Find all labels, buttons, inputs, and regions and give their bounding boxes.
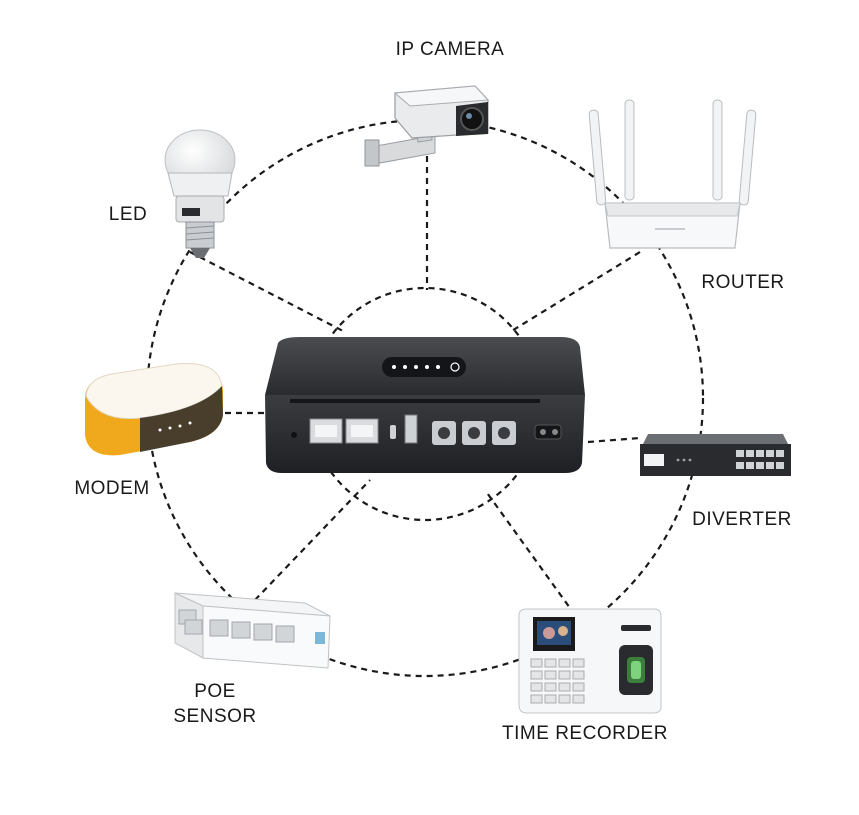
modem-icon <box>85 362 223 456</box>
label-router: ROUTER <box>701 272 785 293</box>
spoke-diverter <box>587 436 641 444</box>
ip-camera-icon <box>364 85 490 167</box>
label-ip-camera: IP CAMERA <box>395 39 505 60</box>
label-poe-line2: SENSOR <box>173 706 257 727</box>
spoke-poe <box>254 479 371 601</box>
label-time-recorder: TIME RECORDER <box>502 723 668 744</box>
router-icon <box>588 99 757 249</box>
spoke-router <box>509 251 641 333</box>
network-switch-icon <box>640 434 791 476</box>
label-poe-line1: POE <box>194 681 236 702</box>
time-recorder-icon <box>518 608 662 714</box>
ups-hub-icon <box>265 337 585 473</box>
label-modem: MODEM <box>74 478 150 499</box>
label-led: LED <box>108 204 148 225</box>
led-bulb-icon <box>164 129 236 258</box>
label-diverter: DIVERTER <box>692 509 792 530</box>
spoke-recorder <box>484 489 576 616</box>
poe-switch-icon <box>174 592 331 669</box>
spoke-led <box>189 251 346 333</box>
